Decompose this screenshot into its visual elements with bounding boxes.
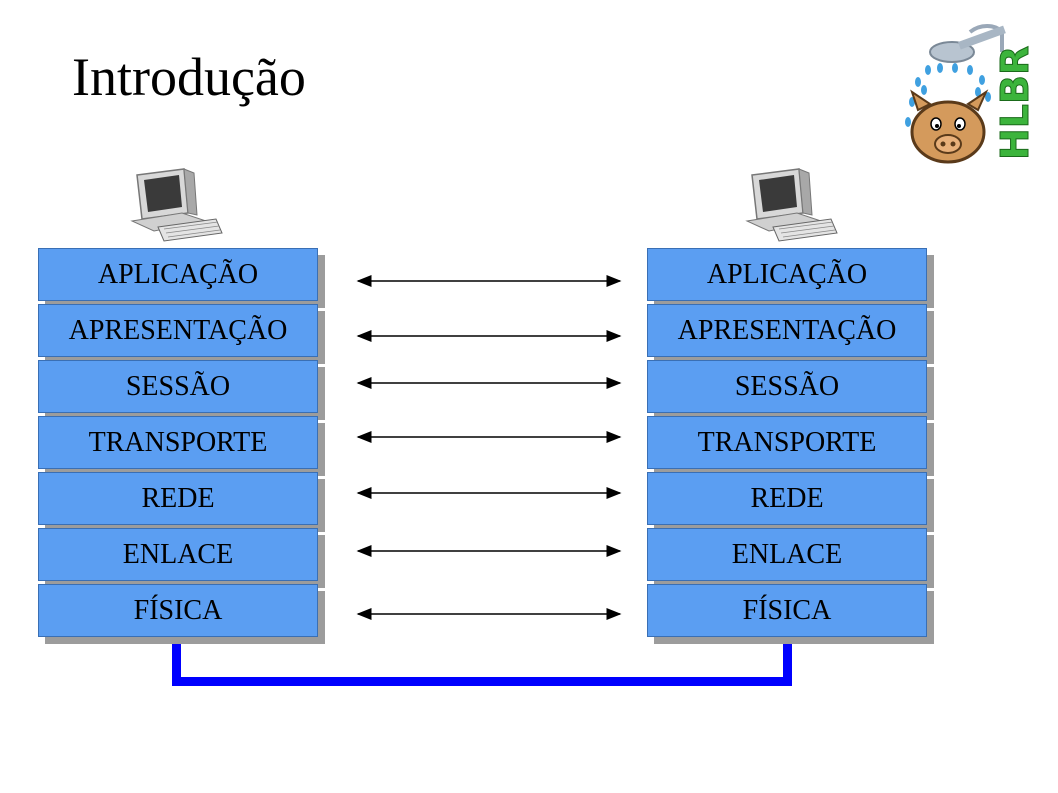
layer-transporte-left: TRANSPORTE: [38, 416, 325, 476]
physical-link-cable: [172, 677, 792, 686]
layer-sessao-left: SESSÃO: [38, 360, 325, 420]
layer-fisica-left: FÍSICA: [38, 584, 325, 644]
logo-text: HLBR: [993, 46, 1035, 160]
layer-enlace-left: ENLACE: [38, 528, 325, 588]
layer-enlace-right: ENLACE: [647, 528, 934, 588]
hlbr-logo: HLBR: [905, 24, 1035, 164]
layer-fisica-right: FÍSICA: [647, 584, 934, 644]
computer-icon-left: [130, 168, 223, 242]
layer-rede-left: REDE: [38, 472, 325, 532]
osi-stack-right: APLICAÇÃO APRESENTAÇÃO SESSÃO TRANSPORTE…: [647, 248, 934, 644]
slide-title: Introdução: [72, 47, 306, 107]
layer-transporte-right: TRANSPORTE: [647, 416, 934, 476]
layer-aplicacao-right: APLICAÇÃO: [647, 248, 934, 308]
layer-sessao-right: SESSÃO: [647, 360, 934, 420]
layer-apresentacao-right: APRESENTAÇÃO: [647, 304, 934, 364]
computer-icon-right: [745, 168, 838, 242]
layer-rede-right: REDE: [647, 472, 934, 532]
physical-link-right-drop: [783, 640, 792, 686]
layer-aplicacao-left: APLICAÇÃO: [38, 248, 325, 308]
layer-apresentacao-left: APRESENTAÇÃO: [38, 304, 325, 364]
physical-link-left-drop: [172, 640, 181, 686]
osi-stack-left: APLICAÇÃO APRESENTAÇÃO SESSÃO TRANSPORTE…: [38, 248, 325, 644]
